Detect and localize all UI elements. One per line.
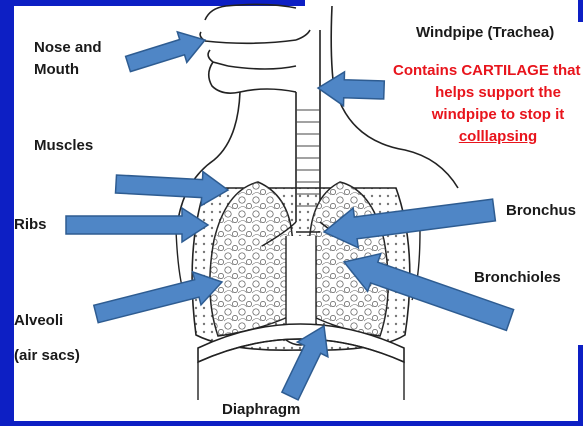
label-muscles: Muscles [34,135,93,157]
label-ribs: Ribs [14,214,47,236]
note-line4: colllapsing [418,126,578,148]
cartilage-note: Contains CARTILAGE that [393,60,583,82]
label-bronchus-text: Bronchus [506,202,576,219]
label-windpipe: Windpipe (Trachea) [416,22,554,44]
arrow-ribs [66,208,208,242]
arrow-diaphragm [282,326,328,400]
arrow-nose-mouth [126,32,205,72]
note-line3: windpipe to stop it [418,104,578,126]
arrow-alveoli [94,272,222,323]
arrow-bronchus [324,199,495,248]
label-diaphragm: Diaphragm [222,399,300,421]
label-nose-and-mouth-line2: Mouth [34,61,79,78]
arrow-windpipe [318,72,384,106]
arrow-muscles [116,172,229,206]
arrow-bronchioles [344,254,514,331]
label-nose-and-mouth: Nose and Mouth [34,37,102,81]
cartilage-note-body: helps support the windpipe to stop it co… [418,82,578,148]
label-bronchus: Bronchus [506,200,578,222]
label-bronchioles: Bronchioles [474,267,561,289]
note-line1: Contains CARTILAGE that [393,60,583,82]
note-line2: helps support the [418,82,578,104]
label-nose-and-mouth-line1: Nose and [34,39,102,56]
label-air-sacs: (air sacs) [14,345,80,367]
label-alveoli: Alveoli [14,310,63,332]
